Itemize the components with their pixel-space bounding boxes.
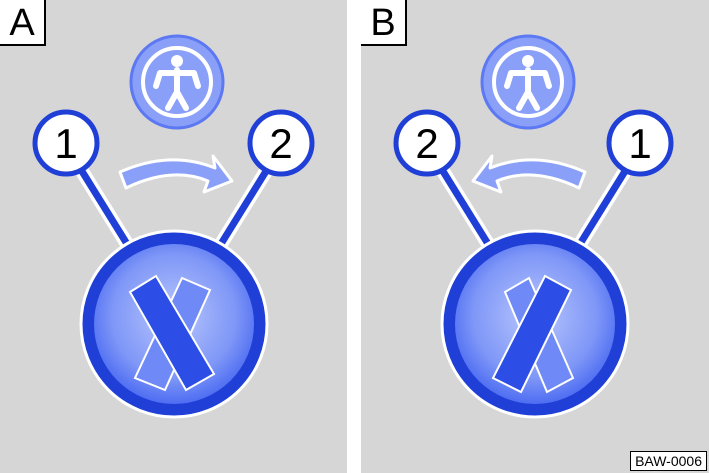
- child-seat-icon: [129, 34, 225, 130]
- svg-text:2: 2: [269, 120, 292, 167]
- position-marker-right: 1: [606, 109, 674, 177]
- curved-arrow-icon: [118, 154, 234, 194]
- panel-divider: [348, 0, 361, 473]
- child-seat-icon: [480, 34, 576, 130]
- svg-text:2: 2: [415, 120, 438, 167]
- figure-code-label: BAW-0006: [630, 451, 707, 471]
- rotary-knob-icon: [440, 229, 630, 419]
- panel-a-drawing: 1 2: [32, 34, 315, 419]
- panel-letter: B: [361, 0, 407, 46]
- position-marker-left: 2: [393, 109, 461, 177]
- panel-letter: A: [0, 0, 46, 46]
- panel-b: 2 1 B BAW-0006: [361, 0, 709, 473]
- svg-text:1: 1: [628, 120, 651, 167]
- rotary-knob-icon: [79, 229, 269, 419]
- position-marker-left: 1: [32, 109, 100, 177]
- position-marker-right: 2: [247, 109, 315, 177]
- panel-b-drawing: 2 1: [393, 34, 674, 419]
- svg-text:1: 1: [54, 120, 77, 167]
- panel-a: 1 2 A: [0, 0, 348, 473]
- curved-arrow-icon: [471, 154, 587, 194]
